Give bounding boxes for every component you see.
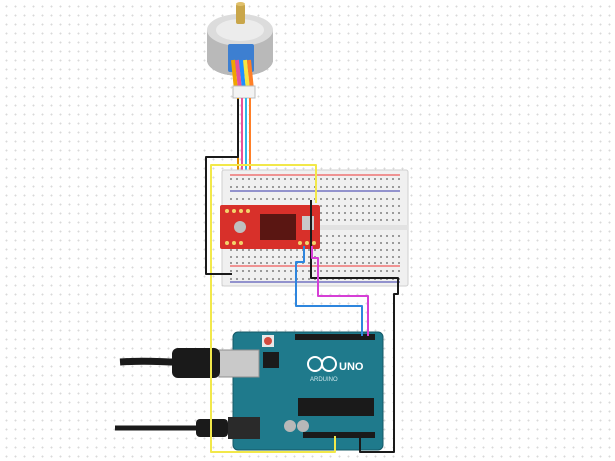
- motor-shaft: [236, 4, 245, 24]
- power-jack: [228, 417, 260, 439]
- usb-jack: [218, 349, 260, 378]
- wire-yellow: [210, 164, 336, 453]
- wire-black-left: [205, 99, 239, 275]
- arduino-logo: [307, 356, 337, 372]
- board-brand: UNO: [339, 361, 364, 373]
- board-subtext: ARDUINO: [310, 377, 338, 383]
- motor-ribbon-cable: [231, 59, 256, 99]
- usb-cable: [119, 348, 220, 378]
- wire-black-right: [310, 200, 399, 453]
- arduino-uno-icon: UNO ARDUINO: [218, 331, 384, 451]
- reset-button: [264, 337, 272, 345]
- wires: [205, 99, 399, 453]
- easydriver-board-icon: [220, 205, 320, 249]
- wire-magenta: [311, 246, 369, 336]
- motor-connector: [232, 85, 256, 99]
- wire-blue: [295, 246, 363, 336]
